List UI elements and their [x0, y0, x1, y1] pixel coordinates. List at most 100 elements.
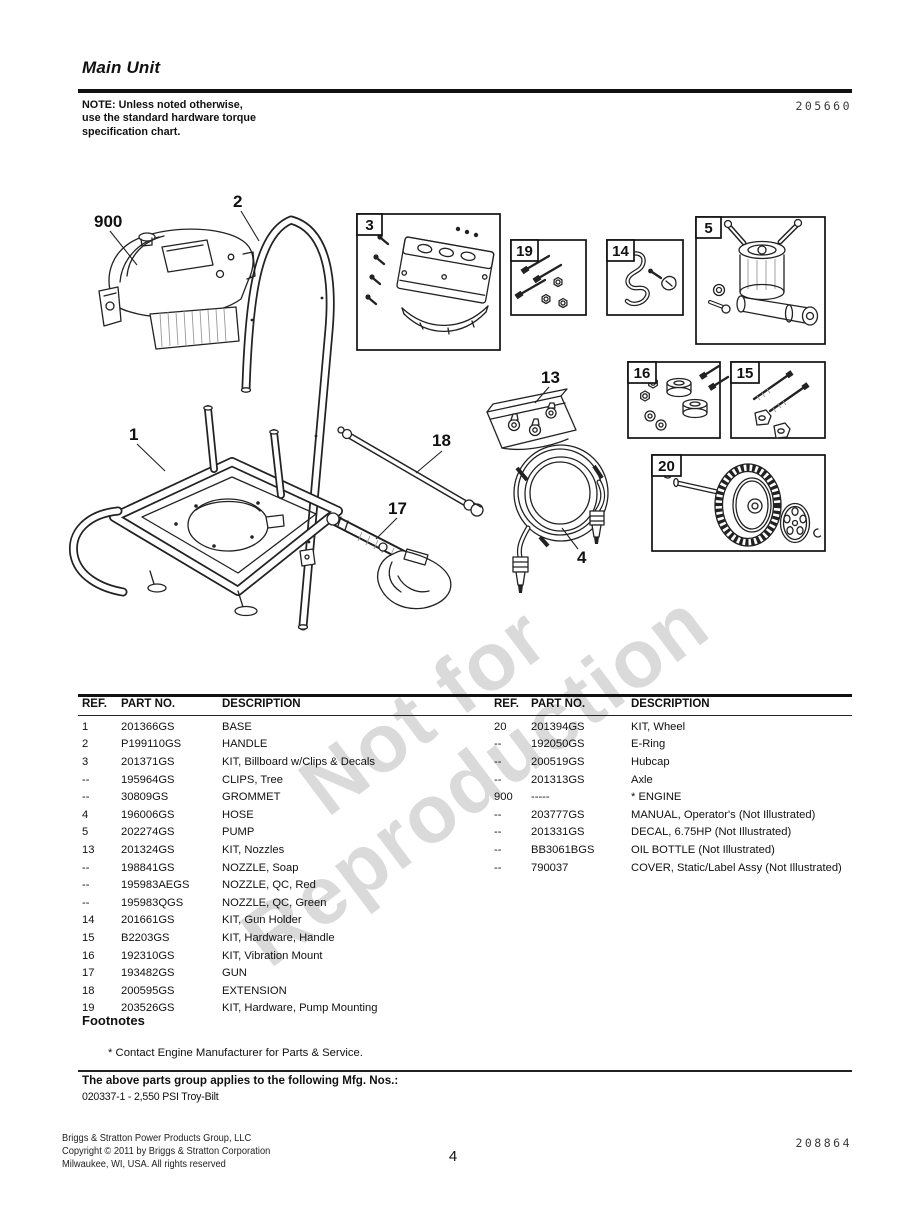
part-number: 201661GS [121, 914, 175, 927]
part-ref: -- [494, 738, 502, 751]
part-description: PUMP [222, 826, 255, 839]
part-description: GUN [222, 967, 247, 980]
callout-handle-hardware-kit: 15 [737, 365, 754, 382]
part-ref: 16 [82, 949, 95, 962]
footer-doc-number: 208864 [795, 1136, 852, 1150]
title-divider [78, 89, 852, 93]
part-number: 195983QGS [121, 896, 184, 909]
part-number: 202274GS [121, 826, 175, 839]
handle-illustration [240, 215, 335, 631]
callout-pump-hardware-kit: 19 [516, 243, 533, 260]
part-description: NOZZLE, Soap [222, 861, 299, 874]
callout-nozzle-kit: 13 [541, 368, 560, 387]
part-description: HANDLE [222, 738, 268, 751]
table-header: REF. PART NO. DESCRIPTION REF. PART NO. … [78, 698, 852, 714]
part-ref: 5 [82, 826, 89, 839]
part-ref: -- [494, 843, 502, 856]
col-header-part: PART NO. [531, 698, 586, 710]
part-ref: 900 [494, 791, 513, 804]
table-header-rule [78, 715, 852, 717]
part-number: 192050GS [531, 738, 585, 751]
part-number: 201313GS [531, 773, 585, 786]
part-number: 201371GS [121, 755, 175, 768]
part-description: KIT, Billboard w/Clips & Decals [222, 755, 375, 768]
col-header-part: PART NO. [121, 698, 176, 710]
callout-billboard-kit: 3 [365, 217, 373, 234]
part-number: 200595GS [121, 984, 175, 997]
nozzle-kit-illustration [486, 388, 577, 451]
billboard-kit-box: 3 [356, 213, 501, 351]
part-description: Axle [631, 773, 653, 786]
spray-gun-illustration [326, 512, 452, 610]
callout-hose: 4 [577, 548, 587, 567]
footer-company-line: Briggs & Stratton Power Products Group, … [62, 1133, 252, 1144]
part-number: 200519GS [531, 755, 585, 768]
col-header-desc: DESCRIPTION [222, 698, 301, 710]
part-number: P199110GS [121, 738, 182, 751]
part-ref: -- [494, 826, 502, 839]
part-number: 198841GS [121, 861, 175, 874]
page-title: Main Unit [82, 58, 161, 77]
note-line: NOTE: Unless noted otherwise, [82, 99, 243, 111]
part-description: CLIPS, Tree [222, 773, 283, 786]
callout-engine: 900 [94, 212, 122, 231]
part-number: 192310GS [121, 949, 175, 962]
mfg-heading: The above parts group applies to the fol… [82, 1074, 399, 1087]
gun-holder-kit-box: 14 [606, 239, 684, 316]
diagram-number: 205660 [795, 99, 852, 113]
mfg-item: 020337-1 - 2,550 PSI Troy-Bilt [82, 1091, 219, 1103]
part-ref: 1 [82, 720, 89, 733]
part-number: 201394GS [531, 720, 585, 733]
part-ref: -- [494, 861, 502, 874]
footer-company-line: Milwaukee, WI, USA. All rights reserved [62, 1158, 226, 1170]
part-number: 193482GS [121, 967, 175, 980]
part-description: KIT, Wheel [631, 720, 686, 733]
part-ref: -- [82, 773, 90, 786]
footnote-item: * Contact Engine Manufacturer for Parts … [108, 1047, 363, 1059]
mfg-divider [78, 1070, 852, 1072]
part-number: 195983AEGS [121, 879, 190, 892]
col-header-desc: DESCRIPTION [631, 698, 710, 710]
part-description: EXTENSION [222, 984, 287, 997]
part-ref: 19 [82, 1002, 95, 1015]
part-number: 201331GS [531, 826, 585, 839]
base-frame-illustration [68, 405, 343, 617]
part-ref: -- [82, 879, 90, 892]
table-row: 5 202274GS PUMP [78, 824, 490, 842]
part-number: 201324GS [121, 843, 175, 856]
note-line: specification chart. [82, 125, 181, 138]
handle-hardware-kit-box: 15 [730, 361, 826, 439]
footer-company-block: Briggs & Stratton Power Products Group, … [62, 1133, 270, 1171]
callout-gun-holder-kit: 14 [612, 243, 629, 260]
callout-extension: 18 [432, 431, 451, 450]
callout-handle: 2 [233, 192, 242, 211]
torque-note: NOTE: Unless noted otherwise, use the st… [82, 99, 297, 139]
part-ref: 14 [82, 914, 95, 927]
extension-wand-illustration [337, 426, 484, 517]
part-description: GROMMET [222, 791, 281, 804]
part-ref: 13 [82, 843, 95, 856]
part-ref: 4 [82, 808, 89, 821]
note-line: use the standard hardware torque [82, 112, 256, 125]
